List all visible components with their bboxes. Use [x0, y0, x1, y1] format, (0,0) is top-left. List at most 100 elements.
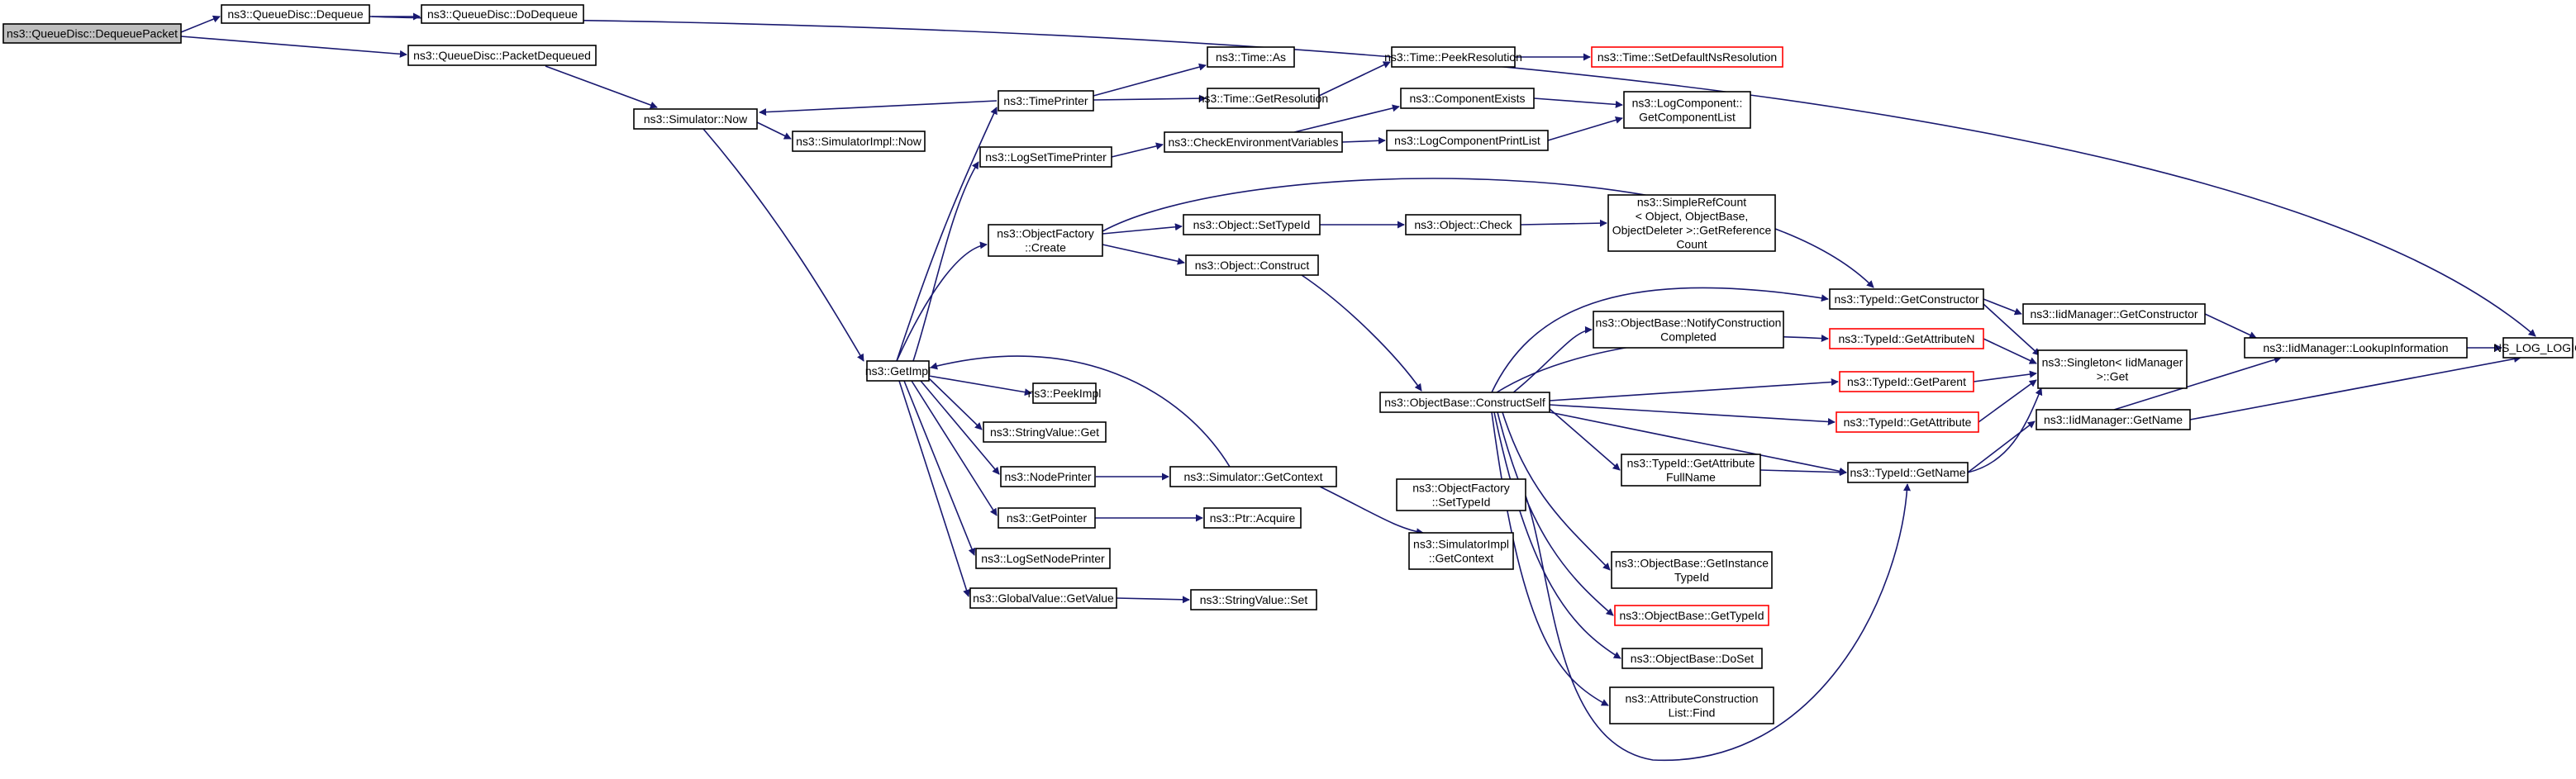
node-label: Completed — [1660, 330, 1717, 344]
call-edge — [1102, 223, 1183, 235]
node-timeas[interactable]: ns3::Time::As — [1207, 46, 1295, 68]
node-label: List::Find — [1669, 706, 1716, 720]
call-edge — [1759, 468, 1847, 477]
node-label: ::GetContext — [1429, 552, 1494, 565]
call-edge — [1093, 63, 1207, 97]
call-edge — [1341, 136, 1386, 145]
node-logcompprint[interactable]: ns3::LogComponentPrintList — [1386, 130, 1549, 151]
node-simimplgetcontext[interactable]: ns3::SimulatorImpl::GetContext — [1408, 532, 1514, 570]
node-timeprinter[interactable]: ns3::TimePrinter — [998, 90, 1094, 112]
call-edge — [1102, 178, 1874, 288]
node-typeidgetname[interactable]: ns3::TypeId::GetName — [1847, 462, 1969, 483]
node-nsloglogic[interactable]: NS_LOG_LOGIC — [2493, 337, 2576, 359]
node-iidmgrgetconstructor[interactable]: ns3::IidManager::GetConstructor — [2022, 303, 2206, 325]
node-ptracquire[interactable]: ns3::Ptr::Acquire — [1203, 507, 1302, 529]
node-simgetcontext[interactable]: ns3::Simulator::GetContext — [1169, 466, 1337, 487]
node-box — [1396, 478, 1526, 511]
call-edge — [1301, 274, 1422, 392]
node-simnow[interactable]: ns3::Simulator::Now — [633, 108, 758, 130]
node-label: ns3::ObjectFactory — [1412, 482, 1510, 495]
call-edge — [1549, 411, 1847, 475]
node-label: ns3::TimePrinter — [1003, 94, 1088, 107]
node-box — [2244, 337, 2468, 359]
node-nodeprinter[interactable]: ns3::NodePrinter — [1000, 466, 1096, 487]
node-iidmgrlookup[interactable]: ns3::IidManager::LookupInformation — [2244, 337, 2468, 359]
node-objconstruct[interactable]: ns3::Object::Construct — [1185, 254, 1319, 276]
node-box — [2, 23, 182, 44]
node-getpointer[interactable]: ns3::GetPointer — [998, 507, 1096, 529]
call-edge — [1319, 486, 1424, 536]
node-logsettime[interactable]: ns3::LogSetTimePrinter — [979, 146, 1112, 168]
node-iidmgrgetname[interactable]: ns3::IidManager::GetName — [2036, 409, 2191, 430]
node-box — [998, 90, 1094, 112]
node-simimplnow[interactable]: ns3::SimulatorImpl::Now — [792, 131, 926, 152]
node-getimpl[interactable]: ns3::GetImpl — [865, 360, 931, 382]
call-edge — [1983, 298, 2022, 316]
node-label: ns3::GlobalValue::GetValue — [973, 591, 1114, 605]
call-edge — [1549, 404, 1836, 425]
call-edge — [1549, 408, 1621, 471]
node-label: < Object, ObjectBase, — [1636, 210, 1749, 223]
node-box — [1829, 328, 1984, 349]
node-label: ns3::ComponentExists — [1409, 92, 1525, 105]
node-label: ns3::QueueDisc::PacketDequeued — [413, 49, 591, 62]
node-timepeekres[interactable]: ns3::Time::PeekResolution — [1384, 46, 1522, 68]
node-label: >::Get — [2097, 370, 2129, 383]
node-label: ns3::ObjectBase::DoSet — [1631, 652, 1755, 665]
node-simplerefcount[interactable]: ns3::SimpleRefCount< Object, ObjectBase,… — [1607, 194, 1776, 252]
node-peekimpl[interactable]: ns3::PeekImpl — [1028, 382, 1102, 404]
node-stringvalget[interactable]: ns3::StringValue::Get — [983, 421, 1107, 443]
node-typeidgetattr[interactable]: ns3::TypeId::GetAttribute — [1836, 411, 1979, 433]
node-label: ns3::Time::GetResolution — [1198, 92, 1328, 105]
node-label: ns3::TypeId::GetAttribute — [1844, 416, 1972, 429]
node-objfactcreate[interactable]: ns3::ObjectFactory::Create — [988, 224, 1103, 257]
node-logsetnode[interactable]: ns3::LogSetNodePrinter — [975, 548, 1111, 569]
node-label: ns3::Object::Construct — [1195, 259, 1310, 272]
node-box — [1386, 130, 1549, 151]
node-label: ns3::LogSetTimePrinter — [985, 150, 1107, 164]
node-label: ns3::SimpleRefCount — [1637, 196, 1746, 209]
node-box — [1203, 507, 1302, 529]
node-box — [1185, 254, 1319, 276]
node-dodequeue[interactable]: ns3::QueueDisc::DoDequeue — [421, 4, 584, 24]
node-objbasegettypeid[interactable]: ns3::ObjectBase::GetTypeId — [1614, 605, 1769, 626]
node-label: ns3::SimulatorImpl::Now — [796, 135, 922, 148]
node-dequeue[interactable]: ns3::QueueDisc::Dequeue — [221, 4, 370, 24]
node-packetdequeued[interactable]: ns3::QueueDisc::PacketDequeued — [407, 45, 597, 66]
node-label: ns3::Time::As — [1216, 50, 1286, 64]
node-box — [1207, 88, 1320, 109]
node-globalgetvalue[interactable]: ns3::GlobalValue::GetValue — [969, 587, 1117, 609]
node-root[interactable]: ns3::QueueDisc::DequeuePacket — [2, 23, 182, 44]
call-edge — [903, 380, 976, 556]
node-label: ns3::CheckEnvironmentVariables — [1169, 135, 1339, 149]
node-typeidgetconstructor[interactable]: ns3::TypeId::GetConstructor — [1829, 288, 1984, 310]
node-objcheck[interactable]: ns3::Object::Check — [1405, 214, 1521, 235]
node-typeidgetparent[interactable]: ns3::TypeId::GetParent — [1839, 371, 1974, 392]
node-objbaseconstructself[interactable]: ns3::ObjectBase::ConstructSelf — [1379, 392, 1550, 413]
node-label: ::Create — [1025, 241, 1066, 254]
node-label: TypeId — [1674, 571, 1709, 584]
node-objbasenotify[interactable]: ns3::ObjectBase::NotifyConstructionCompl… — [1593, 311, 1784, 349]
node-singletonget[interactable]: ns3::Singleton< IidManager>::Get — [2037, 349, 2188, 389]
node-checkenv[interactable]: ns3::CheckEnvironmentVariables — [1164, 131, 1343, 153]
node-typeidgetattrn[interactable]: ns3::TypeId::GetAttributeN — [1829, 328, 1984, 349]
node-timegetres[interactable]: ns3::Time::GetResolution — [1198, 88, 1328, 109]
node-label: ns3::QueueDisc::DequeuePacket — [7, 27, 178, 40]
node-timesetdef[interactable]: ns3::Time::SetDefaultNsResolution — [1591, 46, 1783, 68]
call-edge — [1318, 61, 1391, 97]
node-box — [1207, 46, 1295, 68]
node-objsettypeid[interactable]: ns3::Object::SetTypeId — [1183, 214, 1321, 235]
node-logcompgetlist[interactable]: ns3::LogComponent::GetComponentList — [1623, 91, 1751, 129]
node-compexists[interactable]: ns3::ComponentExists — [1400, 88, 1535, 109]
call-edge — [2204, 313, 2257, 339]
node-objbasedoset[interactable]: ns3::ObjectBase::DoSet — [1621, 648, 1763, 669]
node-objfactsettypeid[interactable]: ns3::ObjectFactory::SetTypeId — [1396, 478, 1526, 511]
node-label: Count — [1676, 238, 1707, 251]
node-label: ns3::SimulatorImpl — [1413, 538, 1509, 551]
node-label: ns3::Ptr::Acquire — [1210, 511, 1296, 525]
node-stringvalset[interactable]: ns3::StringValue::Set — [1190, 589, 1317, 610]
